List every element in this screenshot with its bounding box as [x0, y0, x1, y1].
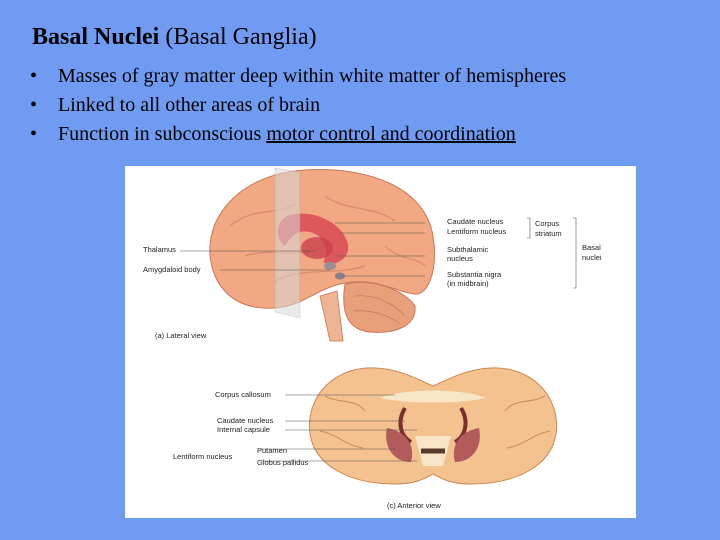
bullet-text: Linked to all other areas of brain — [58, 94, 321, 116]
coronal-section-drawing — [308, 367, 558, 485]
label-lentiform-nucleus-anterior: Lentiform nucleus — [173, 452, 232, 461]
bullet-text: Masses of gray matter deep within white … — [58, 65, 567, 87]
bullet-item: • Masses of gray matter deep within white… — [30, 62, 566, 91]
label-caudate-nucleus-anterior: Caudate nucleus — [217, 416, 274, 425]
bullet-list: • Masses of gray matter deep within white… — [30, 62, 566, 149]
caption-anterior-view: (c) Anterior view — [387, 501, 441, 510]
label-subthalamic-line1: Subthalamic — [447, 245, 489, 254]
bullet-text: Function in subconscious — [58, 123, 267, 145]
caption-lateral-view: (a) Lateral view — [155, 331, 207, 340]
label-corpus-callosum: Corpus callosum — [215, 390, 271, 399]
bullet-icon: • — [30, 123, 38, 145]
label-corpus-striatum-line2: striatum — [535, 229, 562, 238]
label-subthalamic-line2: nucleus — [447, 254, 473, 263]
lateral-leader-lines — [180, 217, 577, 289]
label-globus-pallidus: Globus pallidus — [257, 458, 309, 467]
label-basal-nuclei-line1: Basal — [582, 243, 601, 252]
title-rest: (Basal Ganglia) — [159, 24, 317, 50]
bullet-icon: • — [30, 94, 38, 116]
coronal-leader-lines — [261, 394, 417, 462]
label-lentiform-nucleus: Lentiform nucleus — [447, 227, 506, 236]
brain-figure: Caudate nucleus Lentiform nucleus Corpus… — [125, 166, 636, 518]
brain-illustration: Caudate nucleus Lentiform nucleus Corpus… — [143, 167, 602, 510]
slide-title: Basal Nuclei (Basal Ganglia) — [32, 24, 317, 51]
bullet-underlined-text: motor control and coordination — [266, 123, 516, 145]
label-caudate-nucleus: Caudate nucleus — [447, 217, 504, 226]
title-bold: Basal Nuclei — [32, 24, 160, 50]
label-putamen: Putamen — [257, 446, 287, 455]
label-substantia-nigra-line2: (in midbrain) — [447, 279, 489, 288]
label-basal-nuclei-line2: nuclei — [582, 253, 602, 262]
label-amygdaloid-body: Amygdaloid body — [143, 265, 201, 274]
bullet-item: • Function in subconscious motor control … — [30, 120, 566, 149]
lateral-brain-drawing — [209, 167, 435, 342]
label-substantia-nigra-line1: Substantia nigra — [447, 270, 502, 279]
label-corpus-striatum-line1: Corpus — [535, 219, 559, 228]
bullet-icon: • — [30, 65, 38, 87]
bullet-item: • Linked to all other areas of brain — [30, 91, 566, 120]
label-internal-capsule: Internal capsule — [217, 425, 270, 434]
label-thalamus: Thalamus — [143, 245, 176, 254]
